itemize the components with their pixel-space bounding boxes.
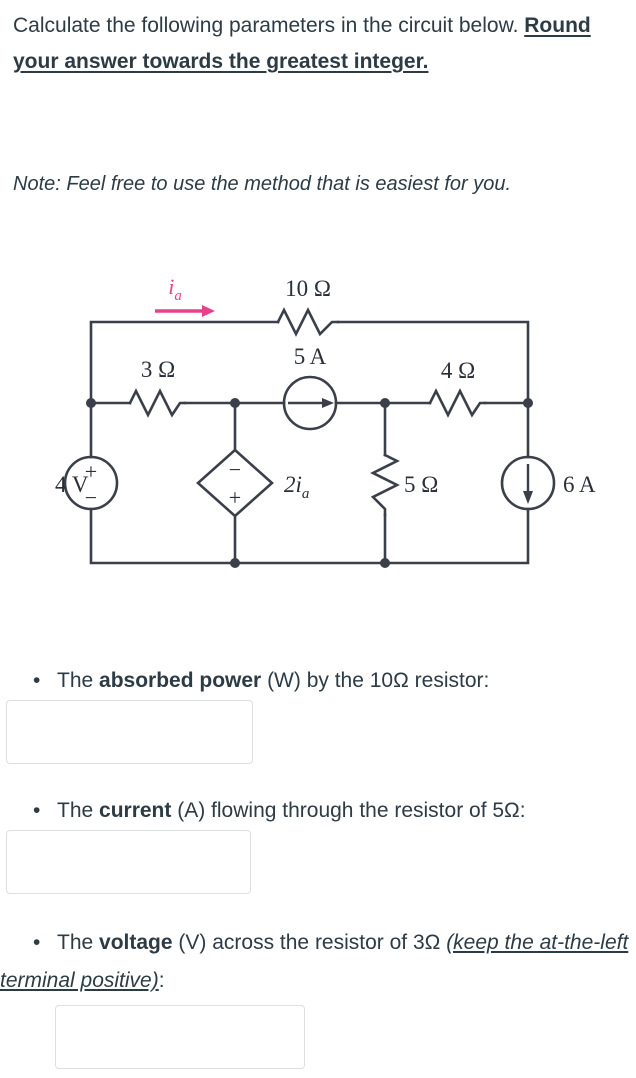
node-dot-left — [86, 398, 96, 408]
q3-text-italic-underline: (keep the at-the-left terminal positive) — [0, 931, 629, 992]
current-source-5a-arrow — [288, 398, 334, 408]
label-source-4v: 4 V — [55, 472, 89, 497]
question-text-current-5ohm: The current (A) flowing through the resi… — [0, 799, 526, 894]
resistor-3ohm-zigzag — [128, 388, 187, 418]
label-resistor-4ohm: 4 Ω — [441, 358, 475, 383]
label-resistor-5ohm: 5 Ω — [404, 472, 438, 497]
node-dot-right-mid — [380, 398, 390, 408]
question-item-current-5ohm: • The current (A) flowing through the re… — [0, 792, 636, 894]
q3-text-b: (V) across the resistor of 3Ω — [172, 931, 447, 954]
node-dot-right — [523, 398, 533, 408]
circuit-nodes — [86, 398, 533, 568]
q2-text-a: The — [57, 799, 100, 822]
q1-text-b: (W) by the 10Ω resistor: — [261, 669, 490, 692]
prompt-plain-text: Calculate the following parameters in th… — [13, 14, 525, 37]
circuit-diagram: ia 10 Ω 3 Ω 4 Ω 5 A 5 Ω 6 A 4 V 2ia + − … — [0, 262, 636, 592]
wire-top-right — [336, 320, 530, 405]
polarity-minus-dependent: − — [229, 457, 241, 482]
wire-isrc-to-bottom — [383, 507, 530, 565]
node-dot-mid — [230, 398, 240, 408]
answer-input-voltage-3ohm[interactable] — [55, 1005, 305, 1069]
wire-vsrc-to-bottom — [89, 507, 237, 565]
prompt-emphasis-text: Round your answer towards the greatest i… — [13, 14, 591, 73]
resistor-4ohm-zigzag — [428, 388, 487, 418]
q3-text-a: The — [57, 931, 100, 954]
list-bullet: • — [33, 931, 41, 954]
wire-top-left — [89, 320, 280, 405]
question-prompt: Calculate the following parameters in th… — [13, 8, 625, 80]
resistor-10ohm-zigzag — [276, 307, 340, 337]
polarity-minus-4v: − — [85, 485, 97, 510]
node-dot-bottom-right — [380, 558, 390, 568]
node-dot-bottom-mid — [230, 558, 240, 568]
question-item-absorbed-power: • The absorbed power (W) by the 10Ω resi… — [0, 662, 636, 764]
label-current-ia: ia — [168, 274, 182, 304]
q1-text-a: The — [57, 669, 100, 692]
label-dependent-source: 2ia — [284, 472, 309, 502]
current-source-5a-circle — [282, 375, 338, 431]
label-resistor-3ohm: 3 Ω — [141, 357, 175, 382]
resistor-5ohm-zigzag — [370, 453, 400, 517]
current-source-6a-arrow — [523, 464, 533, 504]
label-resistor-10ohm: 10 Ω — [285, 276, 331, 301]
question-item-voltage-3ohm: • The voltage (V) across the resistor of… — [0, 924, 636, 1069]
label-source-5a: 5 A — [294, 344, 327, 369]
label-source-6a: 6 A — [563, 472, 596, 497]
q3-text-bold: voltage — [99, 931, 173, 954]
q2-text-b: (A) flowing through the resistor of 5Ω: — [171, 799, 526, 822]
answer-input-current-5ohm[interactable] — [6, 830, 251, 894]
polarity-plus-4v: + — [85, 459, 97, 484]
list-bullet: • — [33, 669, 41, 692]
question-text-absorbed-power: The absorbed power (W) by the 10Ω resist… — [0, 669, 490, 764]
answer-input-absorbed-power[interactable] — [6, 700, 253, 764]
q3-text-c: : — [158, 969, 165, 992]
polarity-plus-dependent: + — [229, 485, 241, 510]
list-bullet: • — [33, 799, 41, 822]
q1-text-bold: absorbed power — [99, 669, 262, 692]
question-text-voltage-3ohm: The voltage (V) across the resistor of 3… — [0, 931, 628, 992]
current-ia-arrow — [155, 305, 215, 317]
q2-text-bold: current — [99, 799, 172, 822]
prompt-note: Note: Feel free to use the method that i… — [13, 173, 512, 195]
